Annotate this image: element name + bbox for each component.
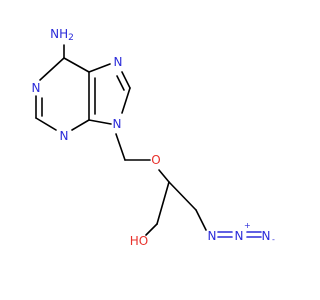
amine-label: NH2 xyxy=(50,27,74,43)
pyrimidine-ring xyxy=(35,44,96,131)
atom-labels: NH2 N N N N O HO N N + N - xyxy=(32,27,275,248)
bond-n7-c8-double xyxy=(116,75,125,91)
atom-n3: N xyxy=(60,129,69,143)
bond-c6-c5 xyxy=(63,57,90,73)
bond-c5-n7 xyxy=(88,63,111,73)
bond-ch-ch2oh xyxy=(156,181,170,225)
azide-n3-charge: - xyxy=(272,235,275,244)
bond-n7-c8 xyxy=(121,71,131,89)
bond-c8-n9 xyxy=(121,87,131,114)
molecule-structure: NH2 N N N N O HO N N + N - xyxy=(32,27,275,248)
ether-oxygen: O xyxy=(151,153,160,167)
side-chain xyxy=(115,133,207,236)
bond-n9-ch2 xyxy=(115,133,126,161)
bond-ch2-oh xyxy=(145,223,158,236)
azide-n2: N xyxy=(235,229,244,243)
bond-c6-n1 xyxy=(39,57,65,81)
azide-n1: N xyxy=(208,229,217,243)
azide-group xyxy=(217,231,262,238)
bond-ch2-azide xyxy=(195,209,207,231)
bond-n9-c4 xyxy=(88,119,112,125)
imidazole-ring xyxy=(88,63,131,125)
hydroxyl-label: HO xyxy=(130,234,148,248)
bond-o-ch xyxy=(158,169,170,183)
molecule-canvas: NH2 N N N N O HO N N + N - xyxy=(32,27,275,248)
atom-n9: N xyxy=(113,117,122,131)
bond-n3-c4 xyxy=(71,119,90,131)
atom-n1: N xyxy=(32,81,41,95)
bond-ch-ch2n3 xyxy=(168,181,197,211)
azide-n3: N xyxy=(262,229,271,243)
azide-n2-charge: + xyxy=(244,221,251,230)
atom-n7: N xyxy=(114,55,123,69)
bond-c2-n3 xyxy=(35,117,57,131)
